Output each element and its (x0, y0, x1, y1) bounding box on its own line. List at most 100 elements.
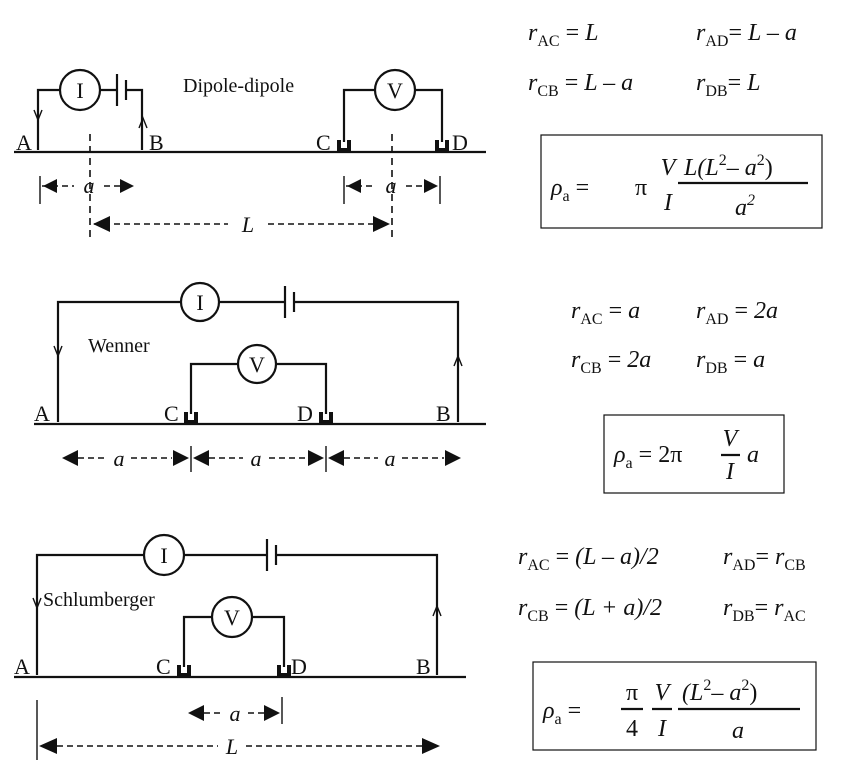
spacing-L: L (225, 734, 238, 759)
arrowhead-left-icon (43, 179, 57, 193)
current-wire-right (126, 88, 144, 150)
schlumberger-distances: rAC = (L – a)/2 rAD= rCB rCB = (L + a)/2… (518, 544, 806, 625)
wenner-formula-frame (603, 414, 785, 494)
current-arrow-down-icon (33, 109, 43, 122)
rho-a: ρa = (542, 698, 581, 728)
schlumberger-array: I Schlumberger V A C D B a L rA (14, 533, 817, 760)
dipole-title: Dipole-dipole (183, 75, 294, 97)
numerator: L(L2– a2) (683, 152, 773, 181)
arrowhead-left-icon (93, 216, 110, 232)
r-cb: rCB = (L + a)/2 (518, 595, 662, 625)
arrowhead-left-icon (39, 738, 57, 754)
current-wire-left (36, 88, 60, 150)
current-arrow-up-icon (453, 354, 463, 367)
voltage-wire-left (342, 88, 375, 142)
r-ac: rAC = a (571, 298, 640, 328)
current-wire-left (56, 300, 181, 422)
current-arrow-down-icon (32, 597, 42, 610)
formula-tail: a (747, 442, 759, 468)
current-arrow-up-icon (432, 604, 442, 617)
electrode-d: D (291, 654, 307, 679)
voltage-wire-right (252, 615, 286, 667)
current-wire-left (35, 553, 144, 675)
electrode-d-stake (319, 412, 333, 424)
schlumberger-formula-frame (532, 661, 817, 751)
voltage-wire-right (415, 88, 444, 142)
wenner-array: I Wenner V A C D B a a (34, 281, 785, 494)
arrowhead-left-icon (188, 705, 204, 721)
fraction-i: I (725, 459, 735, 485)
electrode-c-stake (184, 412, 198, 424)
fraction-i: I (663, 190, 673, 216)
r-ac: rAC = L (528, 20, 598, 50)
arrowhead-left-icon (193, 450, 209, 466)
electrode-d-stake (435, 140, 449, 152)
r-ad: rAD = 2a (696, 298, 778, 328)
spacing-ac: a (62, 446, 189, 471)
dipole-formula: ρa = π V I L(L2– a2) a2 (540, 134, 823, 229)
spacing-a-voltage: a (386, 173, 397, 198)
spacing-a: a (230, 701, 241, 726)
arrowhead-right-icon (445, 450, 461, 466)
spacing-a-3: a (385, 446, 396, 471)
wenner-distances: rAC = a rAD = 2a rCB = 2a rDB = a (571, 298, 778, 377)
voltage-wire-right (276, 362, 328, 414)
r-ad: rAD= rCB (723, 544, 806, 574)
ammeter-label: I (160, 543, 167, 568)
electrode-b: B (436, 401, 451, 426)
electrode-c-stake (337, 140, 351, 152)
arrowhead-right-icon (120, 179, 134, 193)
r-db: rDB= L (696, 70, 760, 100)
fraction-four: 4 (626, 716, 638, 742)
spacing-db: a (328, 446, 461, 471)
electrode-c: C (316, 130, 331, 155)
denominator: a (732, 718, 744, 744)
spacing-a-current: a (84, 173, 95, 198)
arrowhead-right-icon (173, 450, 189, 466)
pi-symbol: π (635, 175, 647, 201)
arrowhead-right-icon (308, 450, 324, 466)
electrode-d: D (297, 401, 313, 426)
current-arrow-down-icon (53, 345, 63, 358)
wenner-title: Wenner (88, 335, 150, 357)
arrowhead-left-icon (347, 179, 361, 193)
r-cb: rCB = L – a (528, 70, 633, 100)
spacing-L: L (241, 212, 254, 237)
electrode-b: B (416, 654, 431, 679)
arrowhead-right-icon (264, 705, 280, 721)
schlumberger-title: Schlumberger (43, 589, 155, 611)
electrode-a: A (16, 130, 32, 155)
dipole-formula-frame (540, 134, 823, 229)
schlumberger-formula: ρa = π 4 V I (L2– a2) a (532, 661, 817, 751)
electrode-d-stake (277, 665, 291, 677)
r-ac: rAC = (L – a)/2 (518, 544, 659, 574)
spacing-cd: a (193, 446, 324, 471)
electrode-d: D (452, 130, 468, 155)
ammeter-label: I (196, 290, 203, 315)
electrode-c-stake (177, 665, 191, 677)
fraction-v: V (723, 426, 740, 452)
arrowhead-right-icon (373, 216, 390, 232)
rho-a: ρa = 2π (613, 442, 682, 472)
r-db: rDB = a (696, 347, 765, 377)
fraction-v: V (655, 680, 672, 706)
voltage-wire-left (182, 615, 212, 667)
arrowhead-left-icon (62, 450, 78, 466)
electrode-a: A (34, 401, 50, 426)
denominator: a2 (735, 192, 755, 221)
fraction-v: V (661, 155, 678, 181)
voltmeter-label: V (249, 352, 265, 377)
spacing-a-2: a (251, 446, 262, 471)
current-wire-right (294, 300, 460, 422)
arrowhead-right-icon (422, 738, 440, 754)
voltmeter-label: V (224, 605, 240, 630)
electrode-c: C (164, 401, 179, 426)
dipole-dipole-array: I A B Dipole-dipole V C D a (14, 20, 823, 240)
arrowhead-right-icon (424, 179, 438, 193)
fraction-i: I (657, 716, 667, 742)
dipole-distances: rAC = L rAD= L – a rCB = L – a rDB= L (528, 20, 797, 100)
r-db: rDB= rAC (723, 595, 806, 625)
electrode-c: C (156, 654, 171, 679)
r-cb: rCB = 2a (571, 347, 651, 377)
